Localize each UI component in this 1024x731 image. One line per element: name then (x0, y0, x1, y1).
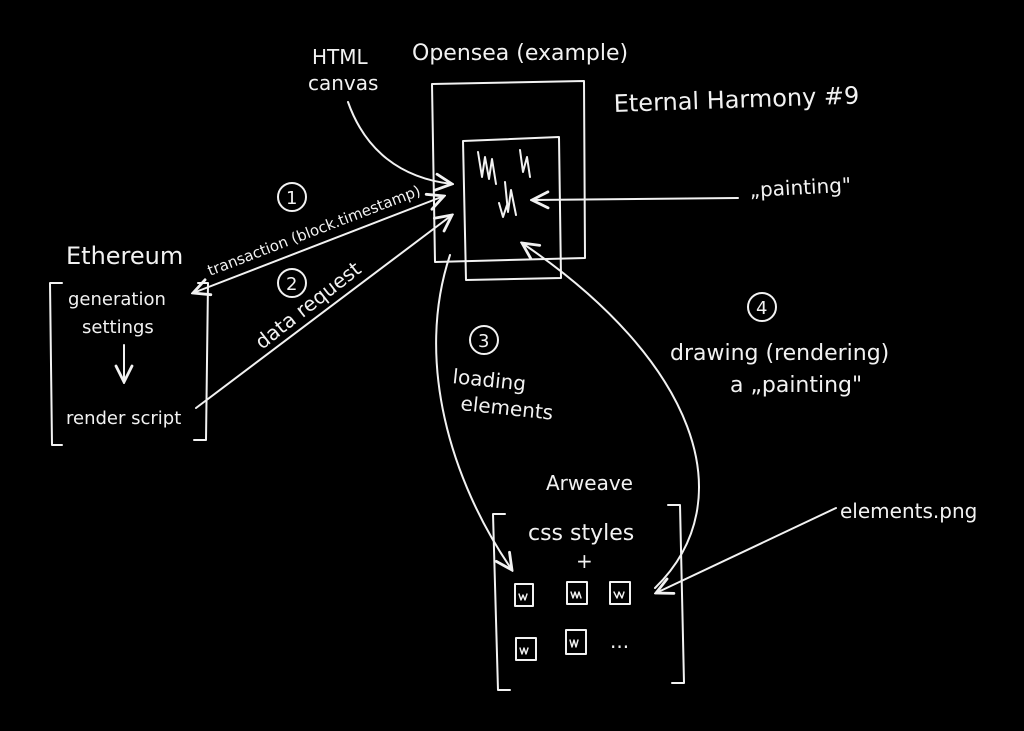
step2-circle (277, 268, 307, 298)
transaction-arrow (193, 196, 444, 293)
element-icon (515, 637, 537, 661)
a-painting-label: a „painting" (730, 373, 862, 398)
opensea-label: Opensea (example) (412, 41, 628, 66)
painting-scribble (477, 149, 531, 218)
html-label: HTML (312, 45, 369, 69)
loading-elements-arrow (435, 254, 512, 570)
data-request-arrow (195, 215, 452, 409)
ellipsis: ... (610, 629, 629, 653)
data-request-label: data request (250, 256, 365, 353)
elements-png-label: elements.png (840, 499, 977, 523)
arweave-label: Arweave (546, 471, 633, 495)
elements-png-arrow (656, 507, 837, 593)
step3-circle (469, 325, 499, 355)
eternal-harmony-title: Eternal Harmony #9 (613, 81, 860, 118)
painting-frame (462, 136, 562, 281)
element-icon (565, 629, 587, 655)
element-icon (514, 583, 534, 607)
drawing-label: drawing (rendering) (670, 341, 889, 366)
element-icon (566, 581, 588, 605)
step1-circle (277, 182, 307, 212)
css-styles-label: css styles (528, 521, 634, 546)
elements-label: elements (459, 391, 554, 425)
plus-sign: + (576, 549, 593, 573)
step4-circle (747, 292, 777, 322)
painting-arrow (532, 198, 739, 200)
ethereum-label: Ethereum (66, 242, 183, 270)
render-script-label: render script (66, 408, 181, 429)
drawing-arrow (522, 243, 700, 589)
step4-number: 4 (756, 298, 767, 319)
element-icons (514, 581, 631, 661)
step1-number: 1 (286, 188, 297, 209)
generation-label: generation (68, 289, 166, 310)
opensea-frame (431, 80, 586, 263)
arweave-box (492, 504, 685, 691)
painting-label: „painting" (749, 173, 852, 202)
settings-label: settings (82, 317, 154, 338)
canvas-label: canvas (308, 71, 378, 95)
element-icon (609, 581, 631, 605)
step3-number: 3 (478, 331, 489, 352)
transaction-label: transaction (block.timestamp) (205, 182, 423, 280)
step2-number: 2 (286, 274, 297, 295)
html-canvas-arrow (347, 101, 452, 184)
